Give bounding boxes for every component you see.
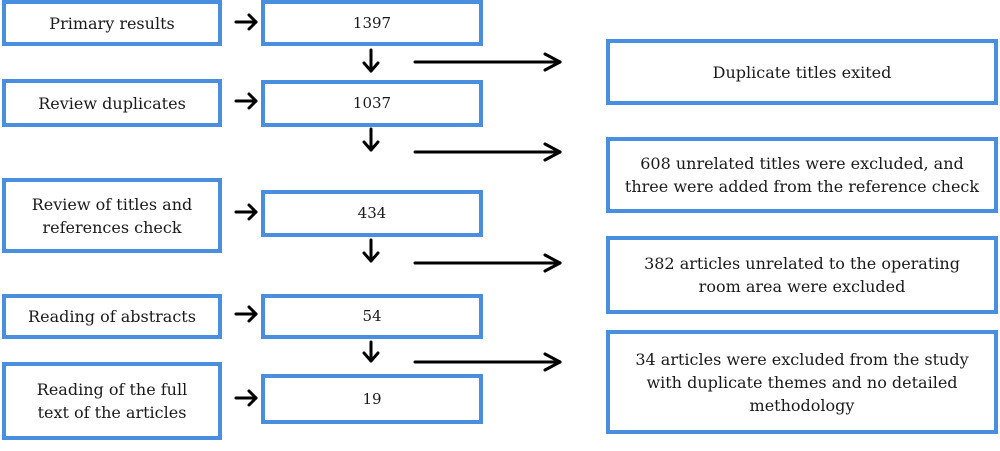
stage-box-reading-full-text: Reading of the full text of the articles: [2, 362, 222, 440]
count-value: 1397: [352, 13, 392, 32]
exclusion-box-duplicates: Duplicate titles exited: [606, 39, 998, 105]
count-box-19: 19: [261, 374, 483, 424]
right-arrow-icon: [234, 92, 258, 110]
count-box-54: 54: [261, 294, 483, 339]
stage-box-primary-results: Primary results: [2, 0, 222, 46]
stage-box-review-titles: Review of titles and references check: [2, 178, 222, 253]
count-value: 434: [357, 204, 387, 222]
count-value: 1037: [352, 94, 392, 112]
count-value: 19: [362, 389, 382, 408]
stage-label: Primary results: [49, 13, 175, 33]
exclusion-text: Duplicate titles exited: [712, 62, 892, 82]
exclusion-box-operating-room: 382 articles unrelated to the operating …: [606, 236, 998, 314]
count-box-1037: 1037: [261, 80, 483, 127]
down-arrow-icon: [362, 238, 380, 263]
exclusion-box-excluded-themes: 34 articles were excluded from the study…: [606, 330, 998, 434]
exclusion-text: 34 articles were excluded from the study…: [635, 349, 969, 415]
stage-box-review-duplicates: Review duplicates: [2, 79, 222, 127]
exclusion-arrow-icon: [413, 142, 562, 162]
right-arrow-icon: [234, 305, 258, 323]
count-box-1397: 1397: [261, 0, 483, 46]
stage-label: Review duplicates: [38, 93, 186, 113]
exclusion-text: 608 unrelated titles were excluded, and …: [624, 154, 980, 196]
exclusion-arrow-icon: [413, 352, 562, 372]
right-arrow-icon: [234, 389, 258, 407]
stage-label: Reading of abstracts: [28, 307, 196, 326]
down-arrow-icon: [362, 48, 380, 73]
down-arrow-icon: [362, 127, 380, 152]
down-arrow-icon: [362, 340, 380, 363]
right-arrow-icon: [234, 203, 258, 221]
count-box-434: 434: [261, 190, 483, 237]
count-value: 54: [362, 307, 382, 325]
stage-box-reading-abstracts: Reading of abstracts: [2, 294, 222, 339]
stage-label: Review of titles and references check: [31, 194, 193, 237]
exclusion-text: 382 articles unrelated to the operating …: [644, 254, 960, 296]
exclusion-arrow-icon: [413, 52, 562, 72]
stage-label: Reading of the full text of the articles: [36, 380, 188, 422]
exclusion-arrow-icon: [413, 253, 562, 273]
right-arrow-icon: [234, 13, 258, 31]
exclusion-box-unrelated-titles: 608 unrelated titles were excluded, and …: [606, 137, 998, 213]
